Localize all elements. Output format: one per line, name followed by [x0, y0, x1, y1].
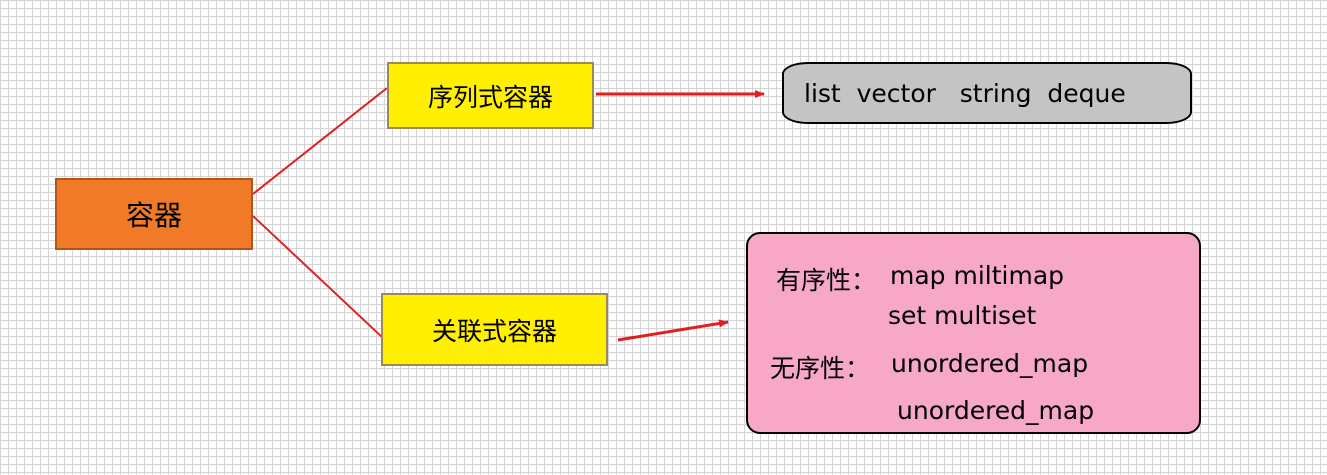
root-node-container: 容器: [55, 178, 253, 250]
unordered-item: unordered_map: [891, 349, 1089, 378]
sequence-container-label: 序列式容器: [427, 82, 553, 112]
associative-container-node: 关联式容器: [381, 293, 608, 366]
ordered-item: map miltimap: [890, 261, 1065, 290]
sequence-container-node: 序列式容器: [387, 62, 594, 129]
associative-members-node: 有序性： map miltimap set multiset 无序性： unor…: [746, 232, 1201, 434]
sequence-members-node: list vector string deque: [782, 62, 1192, 124]
root-node-label: 容器: [125, 199, 182, 232]
unordered-item: unordered_map: [897, 396, 1095, 425]
ordered-label: 有序性：: [776, 266, 877, 295]
connector-root-to-associative: [252, 215, 384, 339]
unordered-label: 无序性：: [770, 354, 871, 383]
arrow-associative-to-members: [617, 319, 729, 342]
ordered-item: set multiset: [888, 301, 1037, 330]
sequence-members-text: list vector string deque: [804, 78, 1126, 108]
connector-root-to-sequence: [252, 87, 388, 195]
associative-container-label: 关联式容器: [431, 316, 557, 346]
